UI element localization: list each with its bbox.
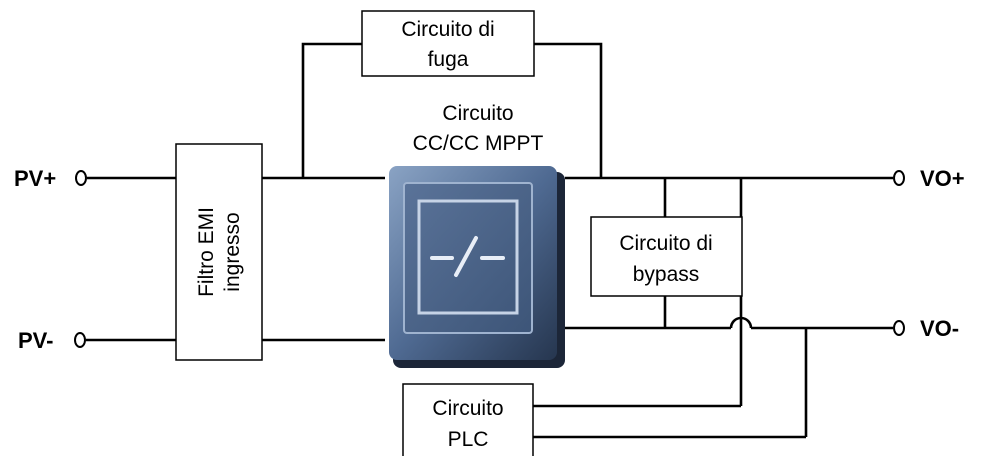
bypass-circuit-label-line1: Circuito di	[619, 232, 712, 255]
dc-dc-converter-icon	[430, 236, 505, 277]
terminal-pv-minus-label: PV-	[18, 328, 53, 353]
plc-circuit-block: Circuito PLC	[402, 383, 534, 456]
dcdc-label-line2: CC/CC MPPT	[413, 132, 544, 155]
emi-filter-label-line1: Filtro EMI	[195, 207, 218, 297]
terminal-pv-plus-label: PV+	[14, 166, 56, 191]
bypass-circuit-box	[590, 216, 743, 297]
terminals: PV+ PV- VO+ VO-	[14, 166, 965, 353]
plc-circuit-label-line1: Circuito	[432, 397, 503, 420]
emi-filter-label-line2: ingresso	[221, 212, 244, 291]
wire-leakage-right	[534, 42, 603, 178]
dcdc-module-window	[417, 199, 519, 315]
plc-circuit-label-line2: PLC	[448, 428, 489, 451]
bypass-circuit-block: Circuito di bypass	[590, 216, 743, 297]
terminal-vo-plus-circle	[893, 170, 905, 186]
leakage-circuit-block: Circuito di fuga	[361, 10, 535, 77]
terminal-vo-minus-label: VO-	[920, 316, 959, 341]
terminal-vo-minus-circle	[893, 320, 905, 336]
emi-filter-block: Filtro EMI ingresso	[175, 143, 263, 361]
bypass-circuit-label-line2: bypass	[633, 263, 700, 286]
dcdc-label-line1: Circuito	[442, 102, 513, 125]
terminal-pv-minus-circle	[74, 332, 86, 348]
terminal-vo-plus-label: VO+	[920, 166, 965, 191]
leakage-circuit-box	[361, 10, 535, 77]
dcdc-module-face	[403, 182, 533, 334]
dcdc-mppt-block: Circuito CC/CC MPPT	[389, 102, 565, 368]
leakage-circuit-label-line2: fuga	[428, 48, 469, 71]
terminal-pv-plus-circle	[75, 170, 87, 186]
wire-leakage-left	[301, 42, 362, 178]
emi-filter-box	[175, 143, 263, 361]
plc-circuit-box	[402, 383, 534, 456]
leakage-circuit-label-line1: Circuito di	[401, 18, 494, 41]
